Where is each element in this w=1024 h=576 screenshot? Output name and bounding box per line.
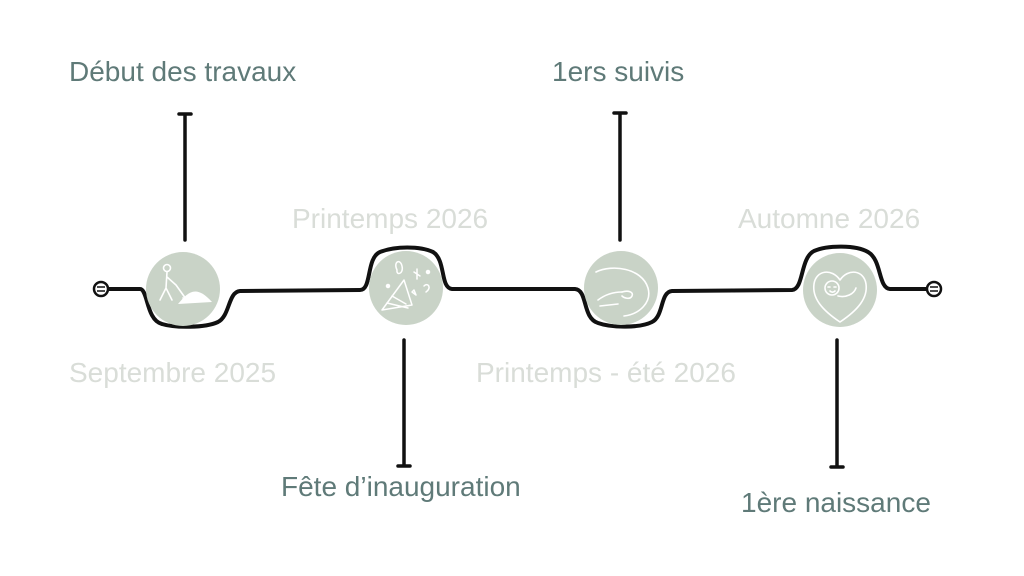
milestone-3-date: Printemps - été 2026 [476,357,736,388]
timeline-start-cap [92,280,110,298]
party-celebration-icon [381,260,431,311]
connector-3 [612,111,628,242]
connector-4 [829,338,845,469]
milestone-4 [803,253,877,327]
milestone-4-date: Automne 2026 [738,203,921,234]
milestone-1-date: Septembre 2025 [69,357,277,388]
connector-2 [396,338,412,468]
pregnant-belly-icon [595,267,650,317]
connector-1 [177,112,193,242]
baby-in-heart-icon [813,271,867,323]
milestone-3 [584,251,658,325]
milestone-2-date: Printemps 2026 [292,203,489,234]
milestone-2-event: Fête d’inauguration [281,471,521,502]
timeline-end-cap [925,280,943,298]
milestone-1 [146,252,220,326]
milestone-1-event: Début des travaux [69,56,297,87]
timeline-line [106,244,930,329]
milestone-4-event: 1ère naissance [741,487,931,518]
milestone-2 [369,251,443,325]
digging-person-icon [159,263,212,304]
milestone-3-event: 1ers suivis [552,56,685,87]
